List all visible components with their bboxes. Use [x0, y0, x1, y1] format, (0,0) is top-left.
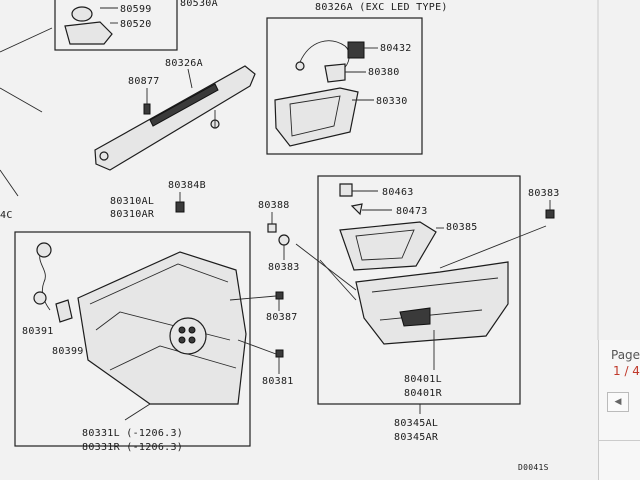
label-80473: 80473: [396, 206, 428, 217]
label-80599: 80599: [120, 4, 152, 15]
diagram-code: D0041S: [518, 463, 549, 472]
label-80401R: 80401R: [404, 388, 443, 399]
bulb-part: [71, 6, 93, 22]
label-80388: 80388: [258, 200, 290, 211]
label-80520: 80520: [120, 19, 152, 30]
wire-harness-part: [299, 40, 350, 71]
bulb-socket-part: [64, 21, 113, 45]
leader-arrow-1: [0, 27, 53, 53]
label-80385: 80385: [446, 222, 478, 233]
lamp-80330-part: [274, 87, 359, 147]
pager-label: Page: [611, 348, 640, 362]
label-80326A-top: 80326A: [165, 58, 203, 69]
tail-wire-harness: [39, 249, 51, 311]
pager-nav-button[interactable]: ◀: [607, 392, 629, 412]
gasket-80385-part: [339, 221, 437, 271]
chevron-left-icon: ◀: [614, 397, 622, 407]
label-80463: 80463: [382, 187, 414, 198]
label-80432: 80432: [380, 43, 412, 54]
inset-box-tail-lamp: [14, 231, 251, 447]
lamp-cluster-part: [169, 317, 207, 355]
label-80330: 80330: [376, 96, 408, 107]
label-80380: 80380: [368, 67, 400, 78]
pager-panel: Page 1 / 4 ◀: [598, 340, 640, 480]
label-80530A: 80530A: [180, 0, 218, 9]
inset-box-exc-led: [266, 17, 423, 155]
label-80391: 80391: [22, 326, 54, 337]
stop-lamp-bar-part: [94, 65, 256, 171]
leader-arrow-3: [0, 169, 19, 197]
label-left-edge: 4C: [0, 210, 13, 221]
leader-arrow-2: [0, 87, 43, 113]
label-80310AR: 80310AR: [110, 209, 155, 220]
label-80877: 80877: [128, 76, 160, 87]
label-exc-led-type: 80326A (EXC LED TYPE): [315, 2, 448, 13]
label-80383-mid: 80383: [268, 262, 300, 273]
socket-80432: [347, 41, 365, 59]
label-80387: 80387: [266, 312, 298, 323]
label-80345AR: 80345AR: [394, 432, 439, 443]
inner-lamp-80401-part: [355, 261, 509, 345]
pager-current: 1 / 4: [613, 364, 640, 378]
label-80331R: 80331R (-1206.3): [82, 442, 183, 453]
label-80381: 80381: [262, 376, 294, 387]
label-80399: 80399: [52, 346, 84, 357]
label-80310AL: 80310AL: [110, 196, 154, 207]
label-80331L: 80331L (-1206.3): [82, 428, 183, 439]
label-80384B: 80384B: [168, 180, 206, 191]
label-80401L: 80401L: [404, 374, 442, 385]
inset-box-top-left: [54, 0, 178, 51]
tail-lamp-80331-part: [77, 251, 247, 405]
inset-box-inner-lamp: [317, 175, 521, 405]
label-80345AL: 80345AL: [394, 418, 438, 429]
pager-divider: [599, 440, 640, 441]
label-80383-top: 80383: [528, 188, 560, 199]
